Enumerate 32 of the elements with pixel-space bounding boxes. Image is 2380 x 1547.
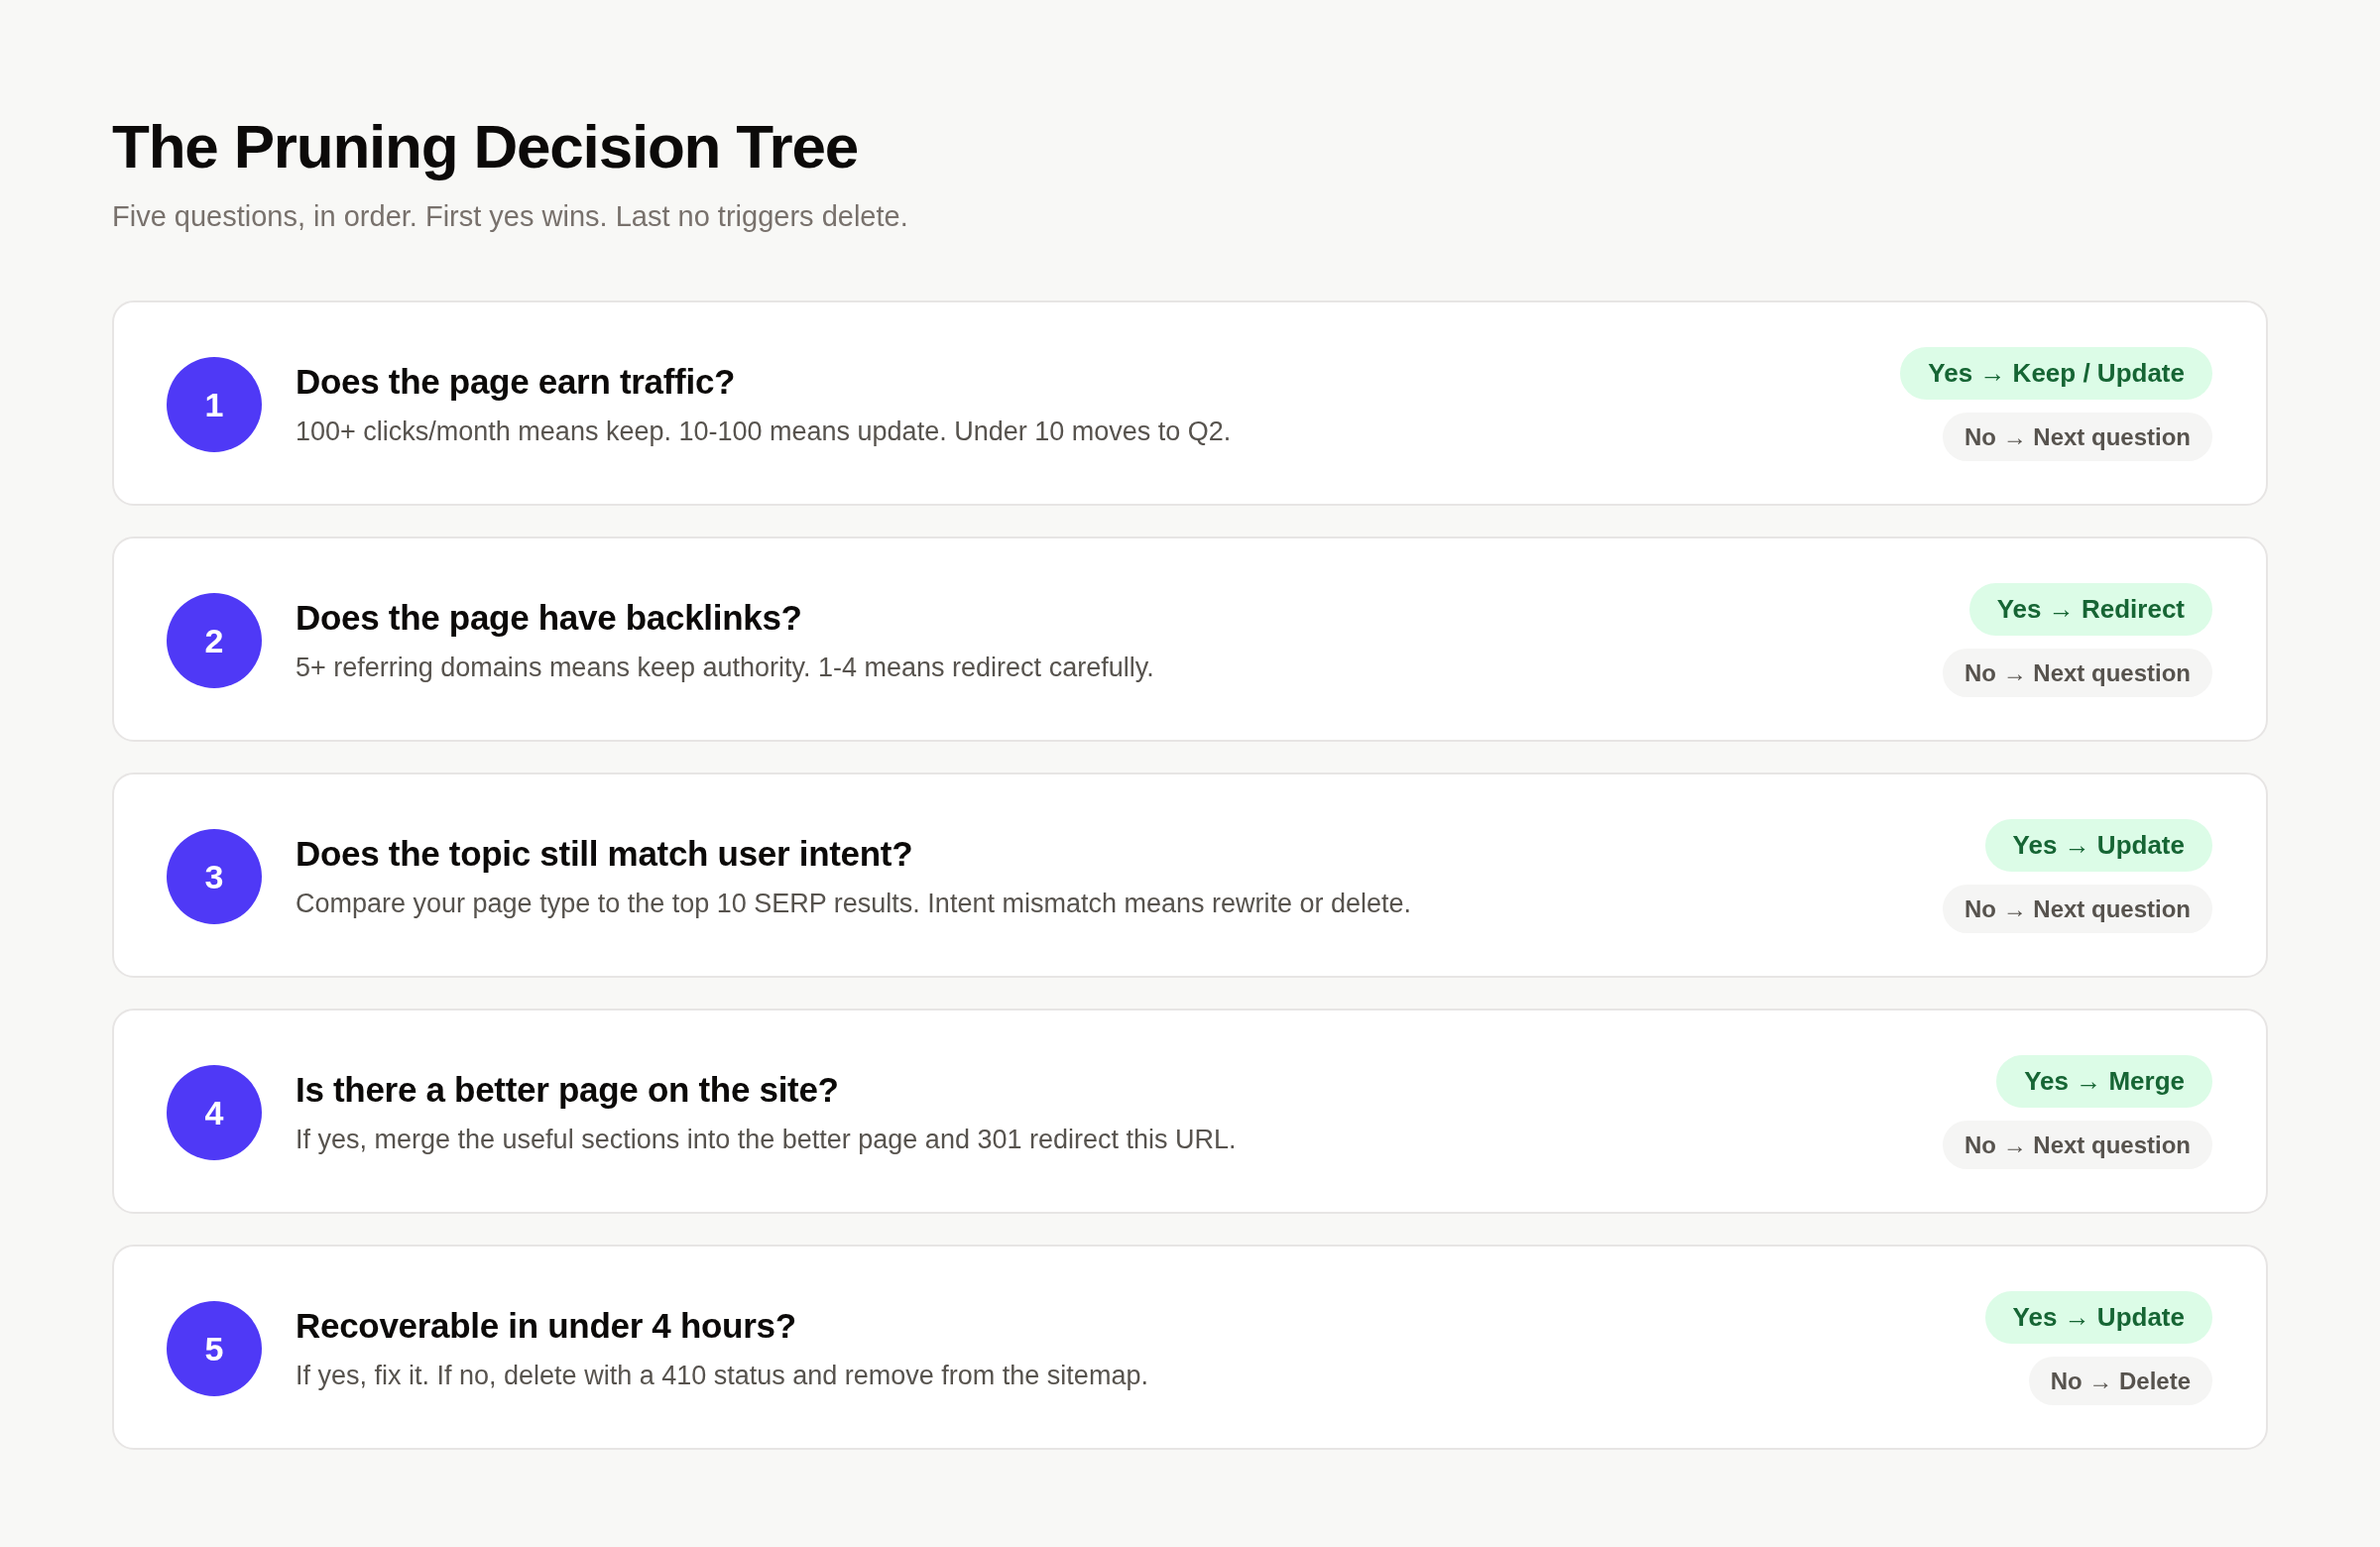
question-card <box>112 1009 2268 1214</box>
no-outcome-pill: No → Next question <box>1943 885 2212 933</box>
question-description: 5+ referring domains means keep authority. 1-4 means redirect carefully. <box>296 652 1154 684</box>
question-description: If yes, fix it. If no, delete with a 410 status and remove from the sitemap. <box>296 1360 1148 1392</box>
question-heading: Does the page earn traffic? <box>296 361 736 403</box>
step-number: 3 <box>167 829 262 924</box>
no-outcome-pill: No → Next question <box>1943 413 2212 461</box>
yes-outcome-pill: Yes → Merge <box>1996 1055 2212 1108</box>
question-card <box>112 773 2268 978</box>
step-number: 1 <box>167 357 262 452</box>
diagram-title: The Pruning Decision Tree <box>112 111 859 182</box>
question-heading: Does the topic still match user intent? <box>296 833 913 875</box>
question-card <box>112 300 2268 506</box>
step-number: 4 <box>167 1065 262 1160</box>
question-description: 100+ clicks/month means keep. 10-100 means update. Under 10 moves to Q2. <box>296 416 1232 448</box>
question-card <box>112 1245 2268 1450</box>
question-heading: Is there a better page on the site? <box>296 1069 839 1111</box>
yes-outcome-pill: Yes → Update <box>1984 1291 2212 1344</box>
yes-outcome-pill: Yes → Redirect <box>1968 583 2212 636</box>
question-card <box>112 536 2268 742</box>
question-heading: Recoverable in under 4 hours? <box>296 1305 796 1347</box>
no-outcome-pill: No → Next question <box>1943 649 2212 697</box>
yes-outcome-pill: Yes → Update <box>1984 819 2212 872</box>
subtitle: Five questions, in order. First yes wins. Last no triggers delete. <box>112 199 908 234</box>
no-outcome-pill: No → Delete <box>2028 1357 2212 1405</box>
yes-outcome-pill: Yes → Keep / Update <box>1900 347 2212 400</box>
question-description: Compare your page type to the top 10 SERP results. Intent mismatch means rewrite or delete. <box>296 888 1412 920</box>
step-number: 5 <box>167 1301 262 1396</box>
question-description: If yes, merge the useful sections into the better page and 301 redirect this URL. <box>296 1124 1237 1156</box>
question-heading: Does the page have backlinks? <box>296 597 802 639</box>
no-outcome-pill: No → Next question <box>1943 1121 2212 1169</box>
step-number: 2 <box>167 593 262 688</box>
